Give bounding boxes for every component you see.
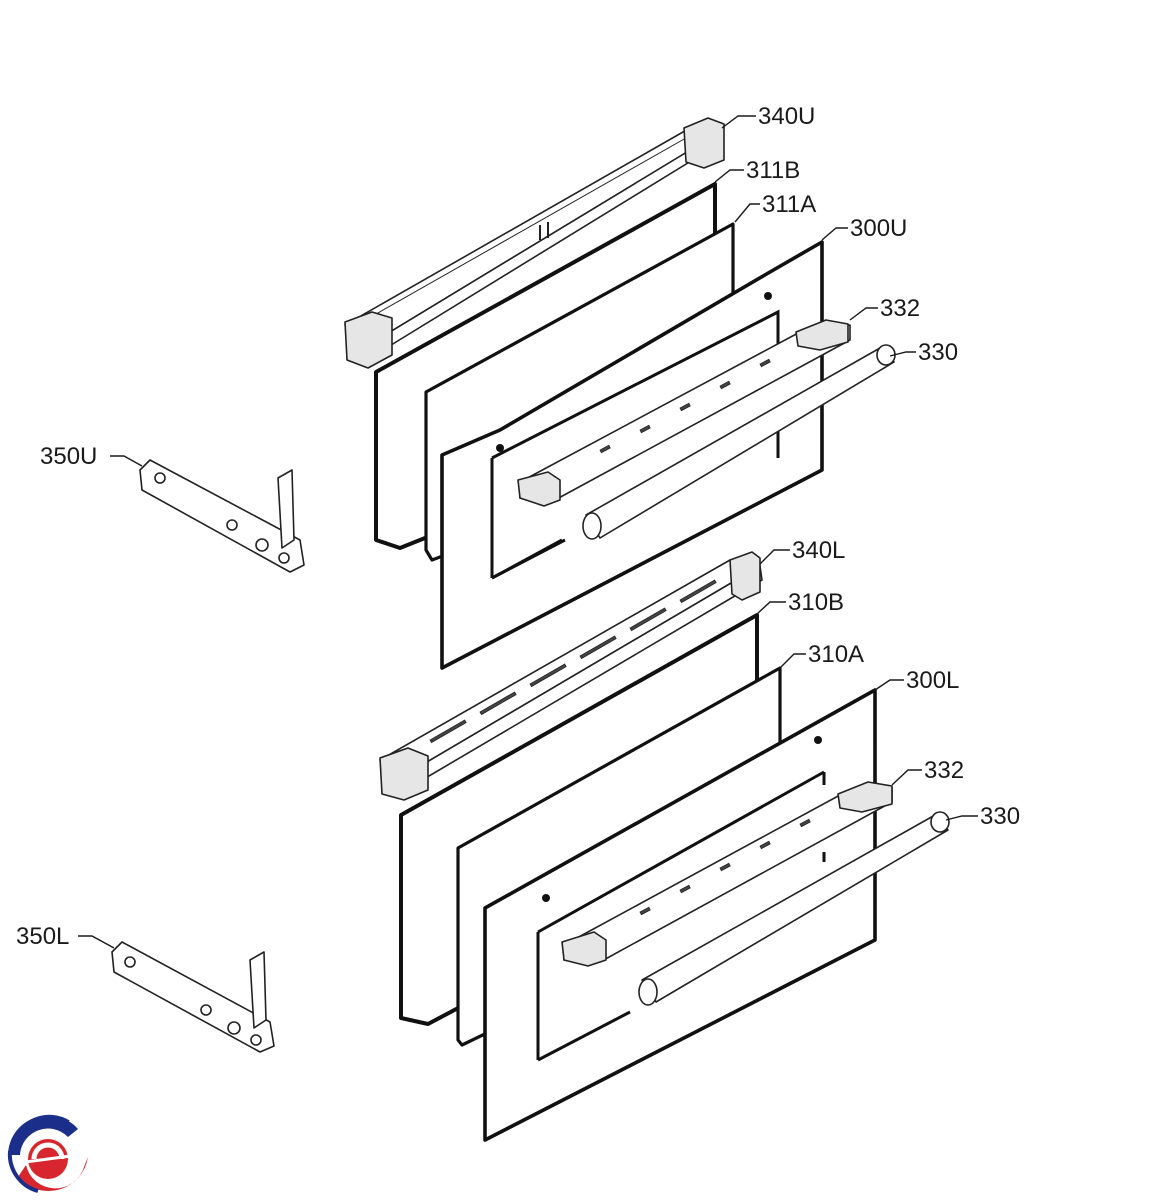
leader-lines xyxy=(78,115,978,949)
part-350u-hinge xyxy=(139,459,305,573)
label-310a: 310A xyxy=(808,641,864,668)
label-330-lower: 330 xyxy=(980,803,1020,830)
part-labels: 340U 311B 311A 300U 332 330 350U 340L 31… xyxy=(16,103,1020,950)
part-330-handle-lower xyxy=(638,811,950,1006)
label-332-lower: 332 xyxy=(924,757,964,784)
label-311b: 311B xyxy=(746,157,800,184)
label-332-upper: 332 xyxy=(880,295,920,322)
part-332-rail-upper xyxy=(517,319,851,507)
label-310b: 310B xyxy=(788,589,844,616)
label-300l: 300L xyxy=(906,667,959,694)
trim-slots-lower xyxy=(429,579,717,744)
part-332-rail-lower xyxy=(561,781,893,967)
label-311a: 311A xyxy=(762,191,816,218)
part-350l-hinge xyxy=(111,941,275,1053)
label-340l: 340L xyxy=(792,537,845,564)
label-300u: 300U xyxy=(850,215,907,242)
label-340u: 340U xyxy=(758,103,815,130)
label-350l: 350L xyxy=(16,923,69,950)
part-340l-top-trim xyxy=(379,551,763,801)
brand-logo-icon xyxy=(7,1114,88,1193)
label-350u: 350U xyxy=(40,443,97,470)
part-340u-top-trim xyxy=(344,117,725,369)
rail-slots-upper xyxy=(599,358,771,454)
part-330-handle-upper xyxy=(582,344,896,540)
rail-slots-lower xyxy=(639,818,811,916)
label-330-upper: 330 xyxy=(918,339,958,366)
